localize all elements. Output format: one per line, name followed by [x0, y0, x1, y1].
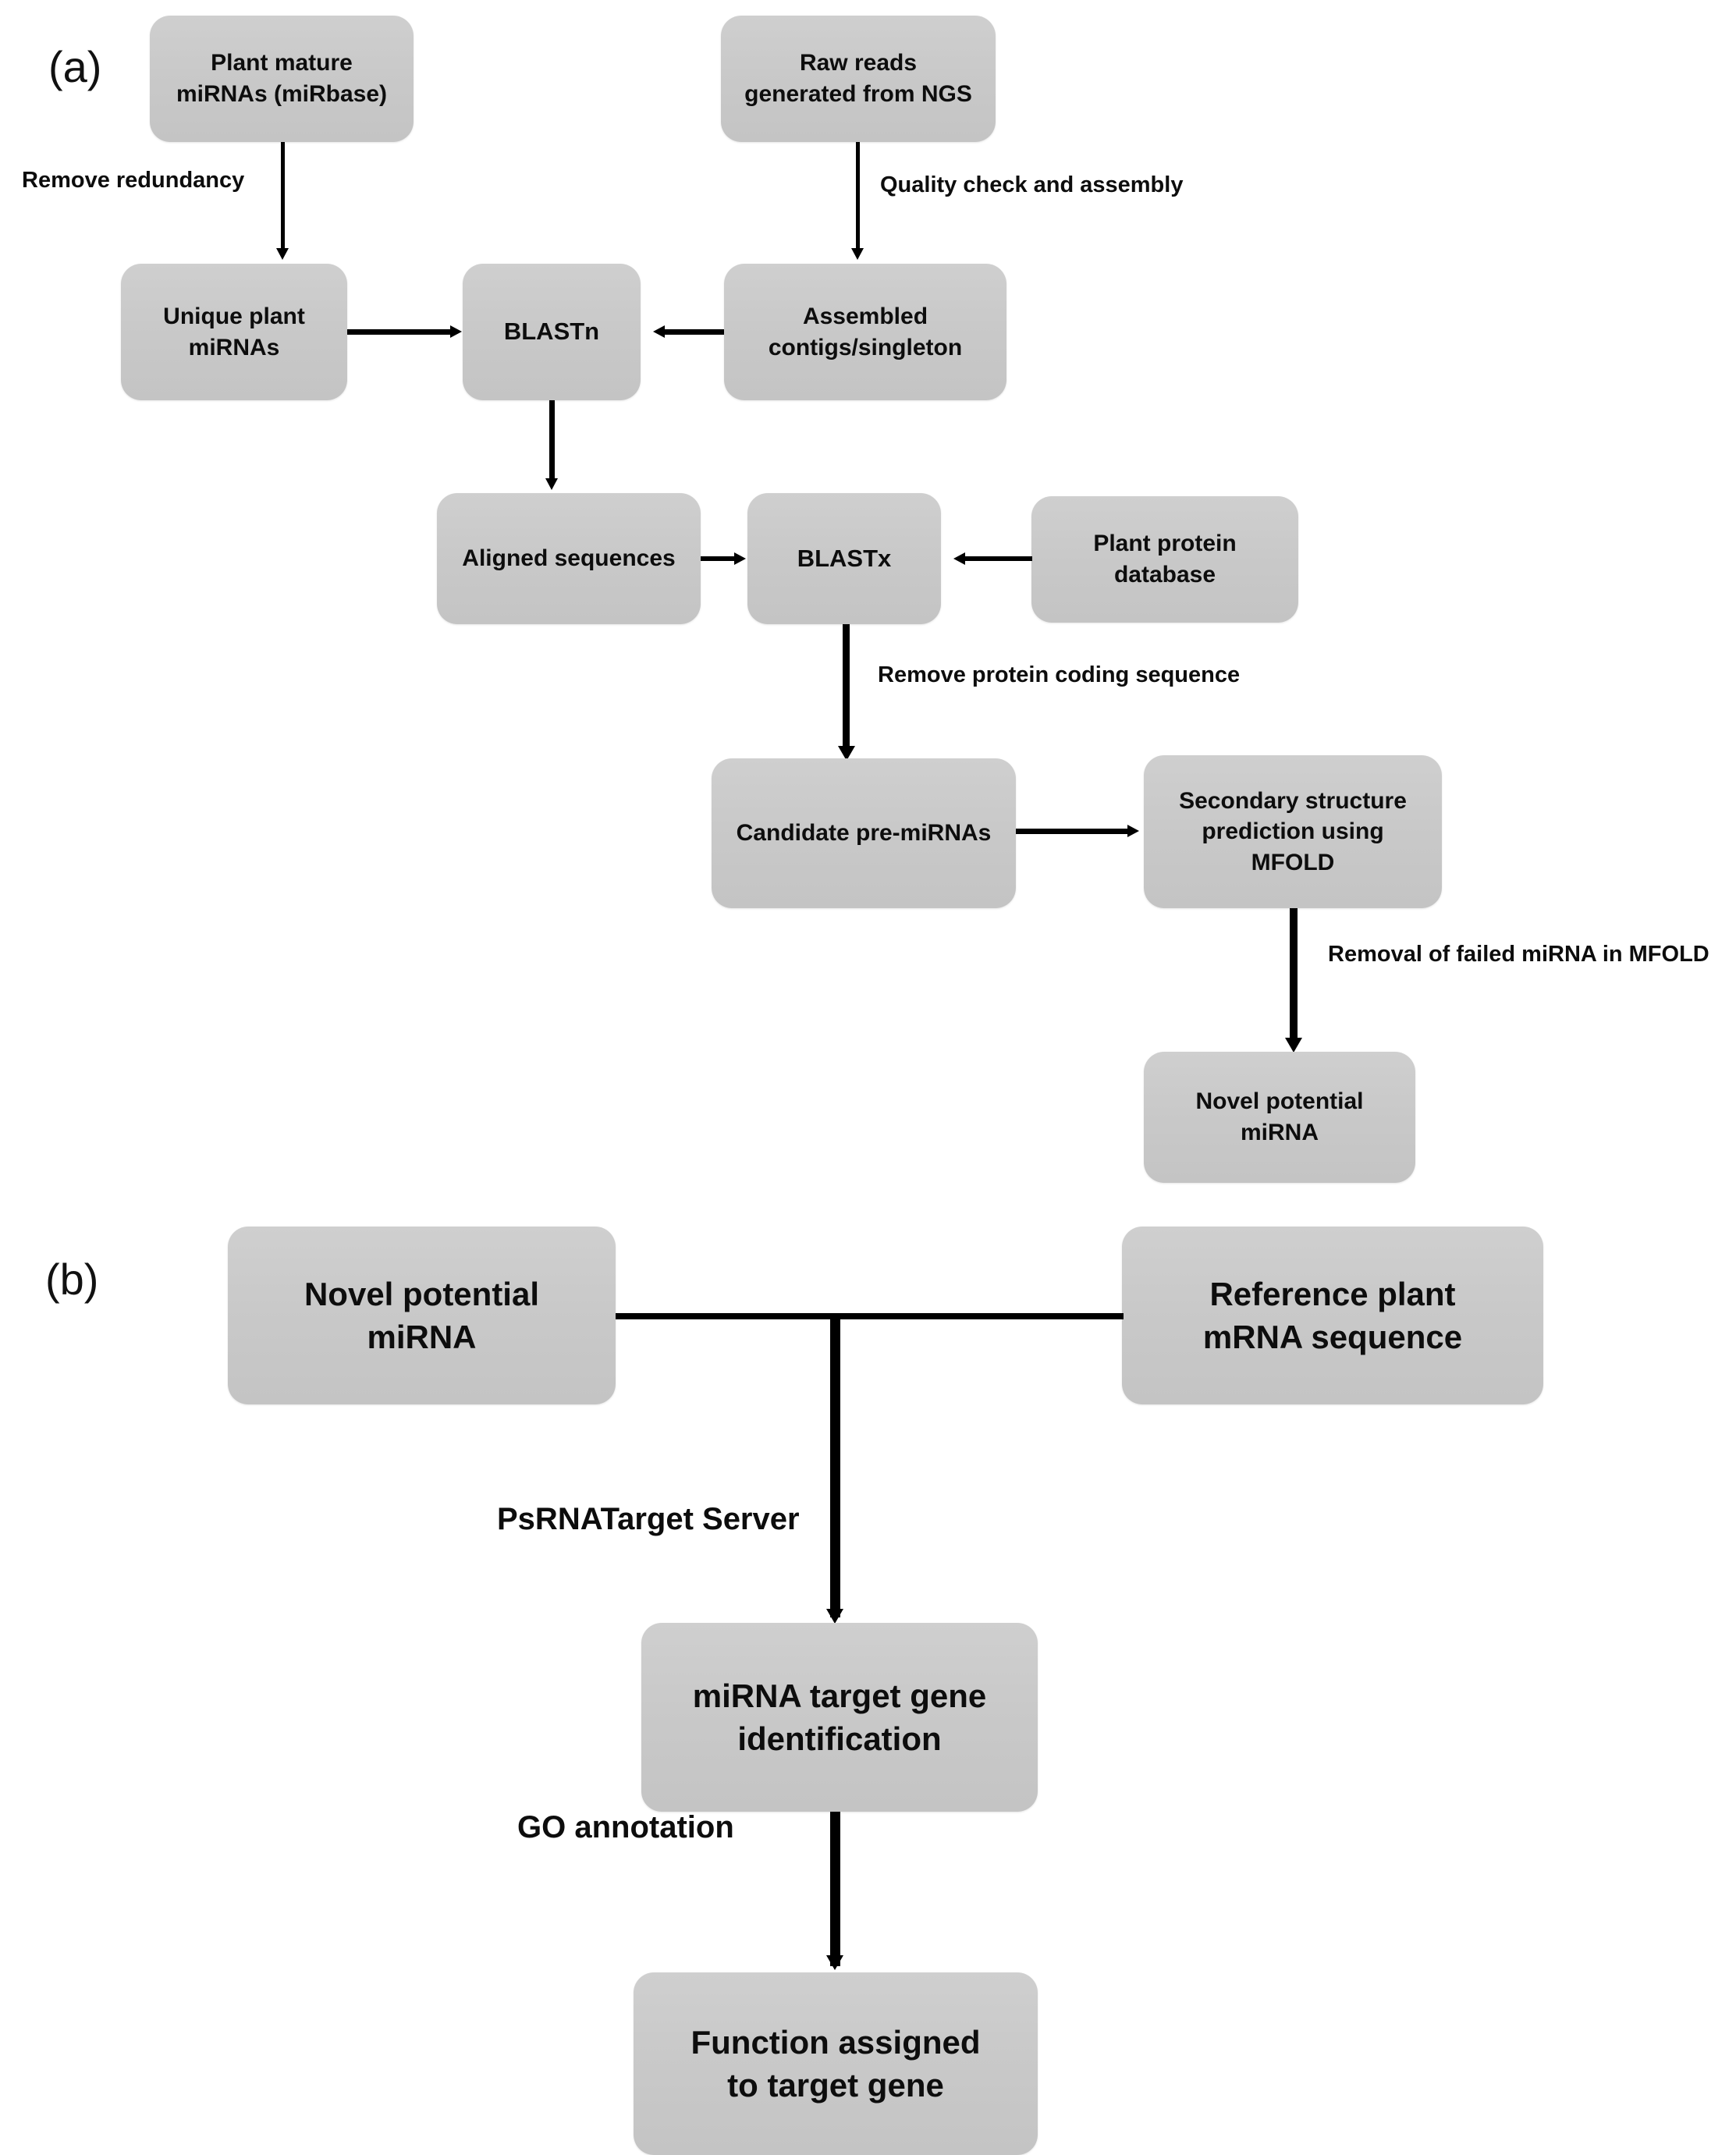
- connector-blastn-to-aligned: [549, 400, 555, 481]
- connector-proteindb-to-blastx: [965, 556, 1032, 561]
- node-blastx: BLASTx: [747, 493, 941, 624]
- arrowhead-left-blastx: [953, 552, 965, 565]
- node-line: Raw reads: [799, 50, 918, 76]
- node-aligned-sequences: Aligned sequences: [437, 493, 701, 624]
- edge-label-remove-redundancy: Remove redundancy: [22, 168, 245, 193]
- edge-label-remove-protein-coding: Remove protein coding sequence: [878, 662, 1241, 687]
- node-line: to target gene: [727, 2067, 944, 2104]
- node-line: Novel potential: [1195, 1088, 1364, 1115]
- connector-unique-to-blastn: [347, 329, 450, 335]
- node-line: Reference plant: [1209, 1275, 1456, 1312]
- edge-label-psrnatarget-server: PsRNATarget Server: [497, 1502, 800, 1536]
- node-mirna-target-gene: miRNA target gene identification: [641, 1623, 1038, 1812]
- connector-junction-to-target: [830, 1313, 840, 1617]
- arrowhead-right-blastn: [450, 325, 462, 338]
- connector-plantmature-to-unique: [281, 142, 285, 251]
- arrowhead-down-assembled: [851, 248, 864, 260]
- node-line: Assembled: [802, 303, 928, 329]
- node-line: prediction using: [1202, 818, 1384, 845]
- node-raw-reads: Raw reads generated from NGS: [721, 16, 996, 142]
- node-line: Aligned sequences: [462, 545, 676, 572]
- node-line: miRNA target gene: [692, 1677, 987, 1714]
- node-line: miRNA: [1240, 1120, 1319, 1145]
- node-plant-protein-db: Plant protein database: [1031, 496, 1298, 623]
- node-novel-potential-mirna-b: Novel potential miRNA: [228, 1227, 616, 1404]
- connector-target-to-function: [830, 1812, 840, 1966]
- node-novel-potential-mirna: Novel potential miRNA: [1144, 1052, 1415, 1183]
- connector-mfold-to-novel: [1290, 908, 1298, 1042]
- node-unique-plant-mirnas: Unique plant miRNAs: [121, 264, 347, 400]
- connector-candidate-to-mfold: [1016, 829, 1127, 834]
- arrowhead-down-aligned: [545, 478, 558, 490]
- arrowhead-right-mfold: [1127, 825, 1139, 837]
- node-line: Plant mature: [211, 50, 353, 76]
- node-line: Novel potential: [304, 1275, 540, 1312]
- node-line: Candidate pre-miRNAs: [736, 820, 992, 847]
- edge-label-quality-check: Quality check and assembly: [880, 172, 1184, 197]
- node-reference-plant-mrna: Reference plant mRNA sequence: [1122, 1227, 1543, 1404]
- node-plant-mature-mirnas: Plant mature miRNAs (miRbase): [150, 16, 414, 142]
- arrowhead-down-function: [826, 1955, 843, 1970]
- node-line: mRNA sequence: [1202, 1319, 1463, 1355]
- node-line: BLASTn: [503, 318, 600, 346]
- node-line: miRNAs: [188, 334, 280, 360]
- node-candidate-pre-mirnas: Candidate pre-miRNAs: [712, 758, 1016, 908]
- node-line: contigs/singleton: [768, 334, 963, 360]
- arrowhead-right-blastx: [734, 552, 746, 565]
- node-line: Function assigned: [690, 2023, 981, 2061]
- arrowhead-down-candidate: [838, 746, 855, 761]
- node-line: miRNAs (miRbase): [176, 81, 388, 107]
- node-line: BLASTx: [797, 544, 892, 572]
- node-line: Plant protein: [1093, 531, 1237, 557]
- edge-label-go-annotation: GO annotation: [517, 1810, 734, 1844]
- arrowhead-down-novel: [1285, 1038, 1302, 1053]
- node-blastn: BLASTn: [463, 264, 641, 400]
- connector-novel-to-junction: [616, 1313, 1124, 1319]
- node-line: generated from NGS: [744, 81, 972, 107]
- node-mfold-prediction: Secondary structure prediction using MFO…: [1144, 755, 1442, 908]
- arrowhead-left-blastn: [653, 325, 665, 338]
- node-line: miRNA: [367, 1319, 477, 1355]
- edge-label-removal-failed-mirna: Removal of failed miRNA in MFOLD: [1328, 942, 1709, 967]
- connector-assembled-to-blastn: [665, 329, 724, 335]
- connector-blastx-to-candidate: [843, 624, 850, 751]
- connector-rawreads-to-assembled: [856, 142, 860, 251]
- node-line: Unique plant: [163, 303, 305, 329]
- arrowhead-down-unique: [276, 248, 289, 260]
- panel-label-b: (b): [45, 1255, 99, 1304]
- node-line: identification: [737, 1720, 942, 1757]
- node-assembled-contigs: Assembled contigs/singleton: [724, 264, 1006, 400]
- node-function-assigned: Function assigned to target gene: [634, 1972, 1038, 2155]
- arrowhead-down-target-gene: [826, 1609, 843, 1624]
- panel-label-a: (a): [48, 42, 102, 91]
- node-line: Secondary structure: [1179, 787, 1407, 814]
- node-line: MFOLD: [1251, 849, 1335, 875]
- node-line: database: [1113, 562, 1216, 588]
- connector-aligned-to-blastx: [701, 556, 735, 561]
